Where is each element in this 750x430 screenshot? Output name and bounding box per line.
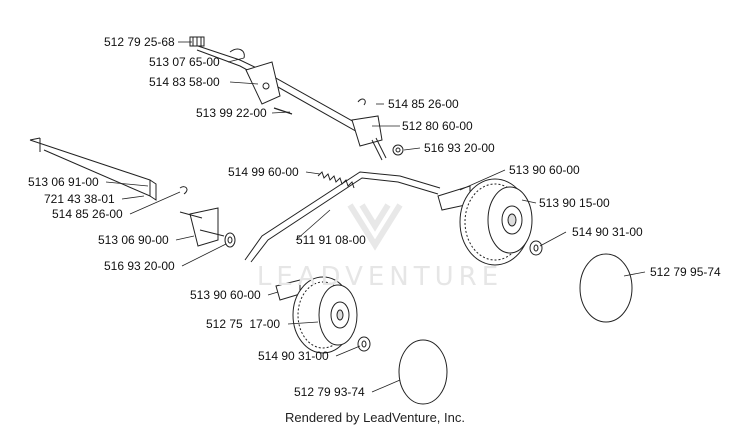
part-label: 514 83 58-00 [149, 75, 220, 89]
watermark-text: LEADVENTURE [256, 262, 504, 292]
part-label: 514 85 26-00 [52, 207, 123, 221]
part-label: 513 06 91-00 [28, 175, 99, 189]
part-label: 514 85 26-00 [388, 97, 459, 111]
part-label: 512 79 25-68 [104, 35, 175, 49]
part-label: 513 90 60-00 [509, 163, 580, 177]
height-adjust-lever [189, 36, 387, 161]
part-label: 512 79 93-74 [294, 385, 365, 399]
part-label: 512 79 95-74 [650, 265, 721, 279]
part-label: 516 93 20-00 [104, 259, 175, 273]
leader-lines [105, 41, 646, 393]
watermark-logo [347, 203, 403, 251]
part-label: 512 75 17-00 [206, 317, 281, 331]
part-label: 514 90 31-00 [258, 349, 329, 363]
part-label: 513 90 15-00 [539, 196, 610, 210]
part-label: 513 99 22-00 [196, 106, 267, 120]
part-label: 511 91 08-00 [296, 233, 366, 247]
footer-credit: Rendered by LeadVenture, Inc. [285, 410, 465, 425]
front-wheel [275, 276, 448, 405]
part-label: 512 80 60-00 [402, 119, 473, 133]
part-label: 513 06 90-00 [98, 233, 169, 247]
rear-wheel [437, 178, 633, 323]
part-label: 513 07 65-00 [149, 55, 220, 69]
part-label: 516 93 20-00 [424, 141, 495, 155]
link-rod [244, 144, 441, 263]
part-label: 514 90 31-00 [572, 225, 643, 239]
part-label: 514 99 60-00 [228, 165, 299, 179]
part-label: 721 43 38-01 [44, 192, 115, 206]
spring [317, 171, 355, 189]
front-axle-shaft [29, 137, 236, 248]
part-label: 513 90 60-00 [190, 288, 261, 302]
